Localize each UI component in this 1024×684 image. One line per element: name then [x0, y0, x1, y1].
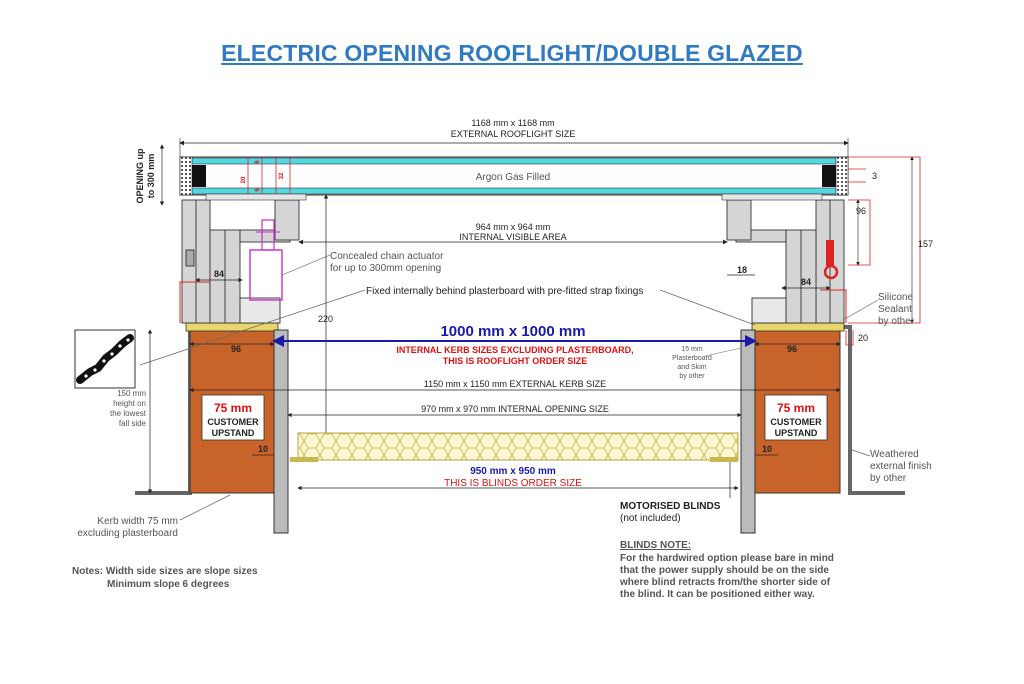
internal-opening-label: 970 mm x 970 mm INTERNAL OPENING SIZE — [421, 404, 609, 414]
actuator-label-2: for up to 300mm opening — [330, 263, 441, 274]
blinds-size-value: 950 mm x 950 mm — [470, 466, 556, 477]
motorised-blinds — [290, 432, 739, 462]
dim-10-right: 10 — [762, 444, 772, 454]
motorised-blinds-label: MOTORISED BLINDS — [620, 501, 721, 512]
svg-text:CUSTOMER: CUSTOMER — [770, 417, 822, 427]
glazing-unit — [179, 156, 849, 201]
kerb-width-label-1: Kerb width 75 mm — [97, 516, 178, 527]
plaster-note-3: and Skim — [677, 364, 706, 371]
motorised-blinds-note: (not included) — [620, 513, 681, 524]
frame-profile-left — [181, 199, 300, 324]
blinds-note-line-3: where blind retracts from/the shorter si… — [619, 577, 831, 588]
height-note-1: 150 mm — [117, 389, 146, 398]
svg-text:UPSTAND: UPSTAND — [212, 428, 255, 438]
external-size-value: 1168 mm x 1168 mm — [471, 118, 554, 128]
upstand-box-left: 75 mm CUSTOMER UPSTAND — [201, 394, 265, 441]
blinds-note-line-2: that the power supply should be on the s… — [620, 565, 829, 576]
height-note-2: height on — [113, 399, 146, 408]
strap-fixing-icon — [74, 329, 136, 389]
external-size-label: EXTERNAL ROOFLIGHT SIZE — [451, 129, 576, 139]
svg-text:UPSTAND: UPSTAND — [775, 428, 818, 438]
dim-glass-20: 20 — [241, 176, 247, 183]
frame-profile-right — [726, 199, 845, 324]
page-title: ELECTRIC OPENING ROOFLIGHT/DOUBLE GLAZED — [221, 40, 803, 66]
glass-dims — [247, 158, 291, 194]
dim-96-kerb-left: 96 — [231, 344, 241, 354]
dim-glass-6b: 6 — [255, 188, 261, 192]
glass-pane-top — [191, 157, 837, 165]
blinds-note-line-1: For the hardwired option please bare in … — [620, 553, 834, 564]
internal-visible-label: INTERNAL VISIBLE AREA — [459, 232, 566, 242]
silicone-label-3: by other — [878, 316, 915, 327]
silicone-label-1: Silicone — [878, 292, 913, 303]
internal-visible-value: 964 mm x 964 mm — [476, 222, 551, 232]
dim-18: 18 — [737, 265, 747, 275]
dim-glass-32: 32 — [279, 172, 285, 179]
svg-text:75 mm: 75 mm — [777, 401, 815, 415]
dim-3: 3 — [872, 171, 877, 181]
weathered-label-3: by other — [870, 473, 907, 484]
dim-96-right: 96 — [856, 206, 866, 216]
kerb-note-2: THIS IS ROOFLIGHT ORDER SIZE — [443, 356, 588, 366]
dim-220: 220 — [318, 314, 333, 324]
dim-glass-6a: 6 — [255, 160, 261, 164]
plaster-note-4: by other — [679, 373, 705, 380]
svg-text:CUSTOMER: CUSTOMER — [207, 417, 259, 427]
plasterboard-left — [273, 329, 289, 534]
notes-line-2: Minimum slope 6 degrees — [107, 579, 230, 590]
kerb-width-label-2: excluding plasterboard — [77, 528, 178, 539]
dim-84-right: 84 — [801, 277, 811, 287]
svg-text:OPENING up: OPENING up — [135, 148, 145, 204]
height-note-3: the lowest — [110, 409, 147, 418]
lock-handle-icon — [823, 240, 839, 280]
blinds-note-title: BLINDS NOTE: — [620, 540, 691, 551]
svg-text:75 mm: 75 mm — [214, 401, 252, 415]
upstand-box-right: 75 mm CUSTOMER UPSTAND — [764, 394, 828, 441]
dim-84-left: 84 — [214, 269, 224, 279]
opening-label: OPENING up to 300 mm — [135, 144, 165, 206]
weathered-label-2: external finish — [870, 461, 932, 472]
argon-label: Argon Gas Filled — [476, 172, 550, 183]
dim-96-kerb-right: 96 — [787, 344, 797, 354]
silicone-label-2: Sealant — [878, 304, 912, 315]
height-note-4: fall side — [119, 419, 147, 428]
kerb-size-value: 1000 mm x 1000 mm — [440, 323, 585, 340]
plasterboard-right — [740, 329, 756, 534]
dim-20: 20 — [858, 333, 868, 343]
kerb-note-1: INTERNAL KERB SIZES EXCLUDING PLASTERBOA… — [396, 345, 633, 355]
fixed-internally-label: Fixed internally behind plasterboard wit… — [366, 286, 643, 297]
glass-pane-bottom — [191, 187, 837, 195]
dim-157: 157 — [918, 239, 933, 249]
weathered-label-1: Weathered — [870, 449, 919, 460]
blinds-note-line-4: the blind. It can be positioned either w… — [620, 589, 815, 600]
blinds-size-label: THIS IS BLINDS ORDER SIZE — [444, 478, 582, 489]
plaster-note-1: 15 mm — [681, 346, 703, 353]
kerb-top-right — [751, 322, 845, 332]
plaster-note-2: Plasterboard — [672, 355, 712, 362]
dim-10-left: 10 — [258, 444, 268, 454]
svg-text:to 300 mm: to 300 mm — [146, 154, 156, 199]
kerb-top-left — [185, 322, 279, 332]
actuator-label-1: Concealed chain actuator — [330, 251, 444, 262]
notes-line-1: Notes: Width side sizes are slope sizes — [72, 566, 258, 577]
external-kerb-label: 1150 mm x 1150 mm EXTERNAL KERB SIZE — [424, 379, 606, 389]
